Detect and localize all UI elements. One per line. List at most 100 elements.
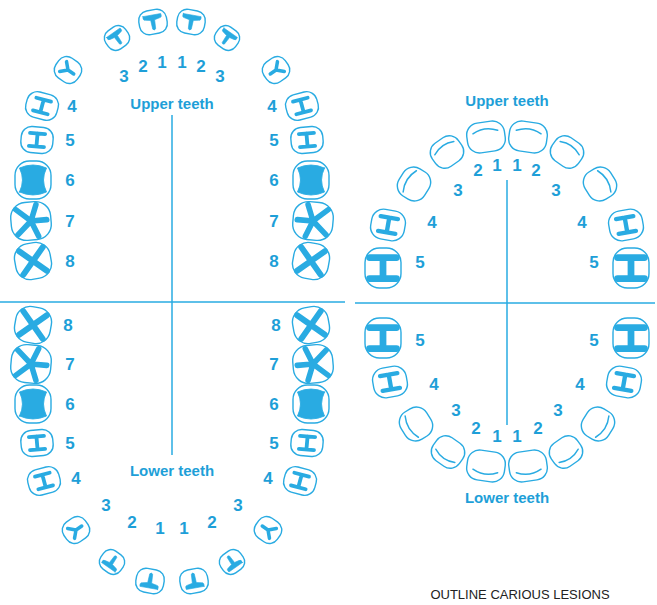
tooth-outline xyxy=(50,53,85,88)
tooth-number: 5 xyxy=(589,254,598,271)
tooth-pattern xyxy=(370,328,397,349)
tooth-outline xyxy=(283,89,321,122)
tooth-outline xyxy=(605,364,644,399)
tooth-number: 1 xyxy=(177,54,186,71)
quadrant-divider xyxy=(171,115,173,455)
tooth-pattern xyxy=(221,551,243,572)
tooth-number: 5 xyxy=(269,132,278,149)
tooth xyxy=(426,131,468,172)
tooth xyxy=(395,402,437,445)
tooth-number: 1 xyxy=(492,428,501,445)
tooth-outline xyxy=(546,131,588,172)
tooth-outline xyxy=(12,304,54,346)
tooth-pattern xyxy=(433,139,454,155)
tooth-number: 4 xyxy=(67,98,76,115)
tooth-number: 4 xyxy=(429,376,438,393)
tooth-outline xyxy=(545,431,587,472)
tooth xyxy=(96,546,128,578)
tooth-number: 8 xyxy=(65,253,74,270)
tooth-number: 6 xyxy=(65,172,74,189)
tooth-pattern xyxy=(400,169,416,192)
tooth-number: 7 xyxy=(65,356,74,373)
tooth-number: 3 xyxy=(551,182,560,199)
tooth xyxy=(12,304,54,346)
tooth-pattern xyxy=(296,347,329,381)
tooth-number: 4 xyxy=(71,470,80,487)
tooth-outline xyxy=(465,449,507,484)
tooth xyxy=(290,126,324,155)
tooth xyxy=(577,402,619,445)
tooth-outline xyxy=(9,200,52,241)
tooth xyxy=(20,126,54,155)
tooth-outline xyxy=(258,53,293,88)
tooth xyxy=(137,8,169,36)
tooth-number: 4 xyxy=(427,214,436,231)
tooth-pattern xyxy=(516,469,541,476)
tooth xyxy=(15,161,51,199)
tooth-outline xyxy=(101,22,133,54)
tooth-pattern xyxy=(19,311,47,339)
tooth-pattern xyxy=(299,436,315,450)
tooth-number: 8 xyxy=(63,317,72,334)
tooth-number: 6 xyxy=(269,396,278,413)
tooth-pattern xyxy=(101,551,123,572)
quadrant-divider xyxy=(355,302,655,304)
tooth xyxy=(613,248,649,288)
tooth-number: 2 xyxy=(531,162,540,179)
tooth-outline xyxy=(365,248,401,288)
tooth-pattern xyxy=(15,347,48,381)
tooth-number: 2 xyxy=(196,58,205,75)
tooth-number: 2 xyxy=(471,420,480,437)
tooth-pattern xyxy=(216,28,238,49)
tooth-number: 1 xyxy=(512,157,521,174)
tooth xyxy=(371,364,410,399)
tooth-number: 5 xyxy=(269,435,278,452)
tooth xyxy=(25,464,63,497)
tooth-number: 6 xyxy=(269,172,278,189)
tooth-pattern xyxy=(35,473,53,489)
tooth xyxy=(258,53,293,88)
tooth-pattern xyxy=(267,62,285,79)
tooth-pattern xyxy=(298,389,325,419)
tooth xyxy=(605,364,644,399)
tooth-number: 3 xyxy=(233,497,242,514)
tooth-number: 4 xyxy=(263,470,272,487)
tooth-outline xyxy=(23,89,61,122)
arch-label: Upper teeth xyxy=(130,96,213,111)
tooth-outline xyxy=(371,364,410,399)
tooth-number: 2 xyxy=(207,514,216,531)
tooth-outline xyxy=(20,126,54,155)
tooth-outline xyxy=(507,449,549,484)
tooth-pattern xyxy=(291,473,309,489)
tooth-outline xyxy=(290,240,332,282)
tooth-pattern xyxy=(19,247,47,275)
tooth-outline xyxy=(175,8,207,36)
tooth-outline xyxy=(9,343,52,384)
tooth-number: 8 xyxy=(271,317,280,334)
tooth-outline xyxy=(613,248,649,288)
tooth-number: 2 xyxy=(473,162,482,179)
tooth-number: 5 xyxy=(65,435,74,452)
tooth xyxy=(365,318,401,358)
tooth xyxy=(465,120,507,155)
tooth xyxy=(101,22,133,54)
tooth-outline xyxy=(58,513,93,548)
tooth-pattern xyxy=(598,169,614,192)
tooth-outline xyxy=(365,318,401,358)
tooth-outline xyxy=(577,402,619,445)
tooth-outline xyxy=(427,431,469,472)
tooth-pattern xyxy=(559,449,580,465)
tooth-pattern xyxy=(33,98,51,114)
tooth-outline xyxy=(291,343,334,384)
tooth-number: 1 xyxy=(157,54,166,71)
tooth-pattern xyxy=(297,247,325,275)
tooth-outline xyxy=(293,161,329,199)
tooth xyxy=(290,240,332,282)
tooth xyxy=(12,240,54,282)
tooth-outline xyxy=(579,162,621,205)
tooth-outline xyxy=(293,385,329,423)
tooth xyxy=(507,449,549,484)
tooth-outline xyxy=(290,429,324,458)
tooth-number: 3 xyxy=(101,497,110,514)
tooth-number: 4 xyxy=(575,376,584,393)
